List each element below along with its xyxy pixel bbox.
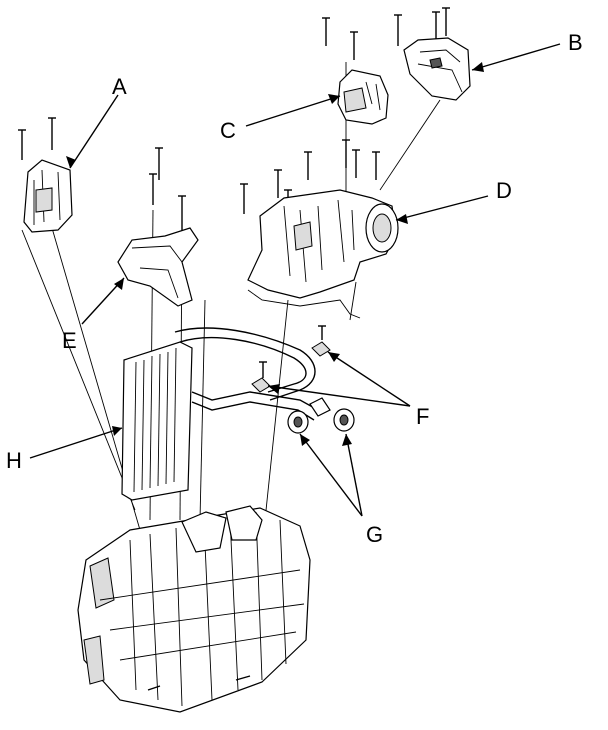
callout-b: B bbox=[568, 30, 583, 55]
part-h-core bbox=[121, 341, 193, 501]
part-c-actuator bbox=[337, 69, 389, 125]
callout-g: G bbox=[366, 522, 383, 547]
callout-c: C bbox=[220, 118, 236, 143]
hvac-case bbox=[77, 505, 311, 713]
arrowheads bbox=[66, 62, 484, 446]
callout-a: A bbox=[112, 74, 127, 99]
part-e-bracket bbox=[117, 227, 199, 307]
refrigerant-pipes bbox=[174, 327, 319, 421]
part-d-housing bbox=[247, 189, 399, 319]
part-b-cover bbox=[403, 37, 471, 101]
callout-e: E bbox=[62, 328, 77, 353]
callouts: A B C D E F G H bbox=[6, 30, 583, 547]
callout-h: H bbox=[6, 448, 22, 473]
callout-d: D bbox=[496, 178, 512, 203]
part-g-grommets bbox=[287, 397, 355, 434]
part-a-bracket bbox=[23, 159, 73, 233]
callout-f: F bbox=[416, 404, 429, 429]
part-f-clamps bbox=[251, 341, 331, 393]
